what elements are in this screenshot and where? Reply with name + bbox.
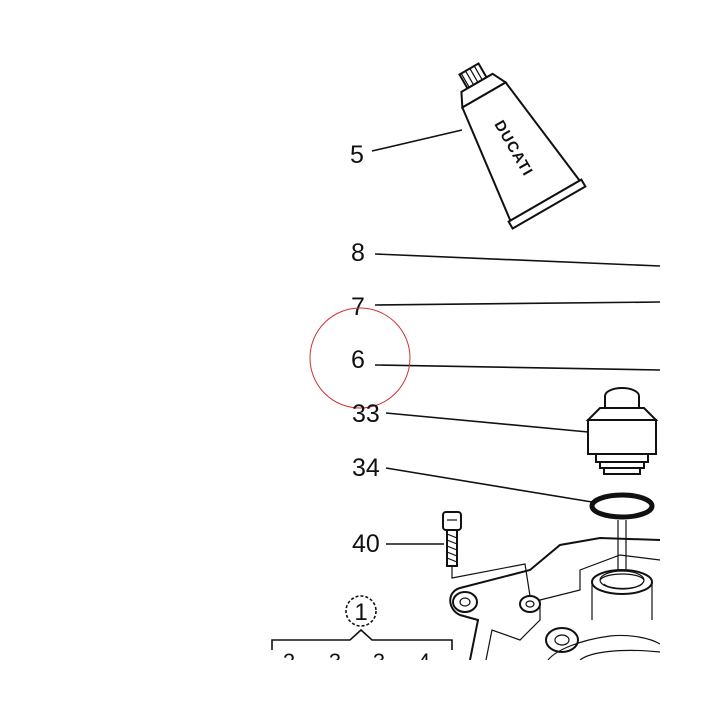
leader-line-33 [385, 412, 589, 433]
highlight-circle [309, 307, 411, 409]
leader-line-5 [371, 129, 463, 152]
screw-part [442, 511, 462, 567]
leader-line-6 [374, 364, 661, 371]
leader-line-8 [374, 253, 661, 267]
grease-tube-part: DUCATI [458, 62, 587, 230]
right-crop [660, 0, 720, 720]
callout-40: 40 [352, 530, 380, 558]
callout-6: 6 [351, 346, 365, 374]
callout-8: 8 [351, 239, 365, 267]
assembly-number: 1 [354, 599, 367, 626]
leader-line-7 [374, 301, 661, 306]
callout-33: 33 [352, 400, 380, 428]
callout-34: 34 [352, 454, 380, 482]
cover-housing-part [449, 536, 661, 661]
callout-5: 5 [350, 141, 364, 169]
o-ring-part [589, 492, 655, 520]
callout-7: 7 [351, 293, 365, 321]
bottom-crop [0, 660, 720, 720]
leader-line-34 [385, 467, 593, 503]
assembly-marker: 1 [271, 595, 453, 650]
assembly-bracket [271, 628, 453, 650]
plug-part [585, 387, 659, 475]
